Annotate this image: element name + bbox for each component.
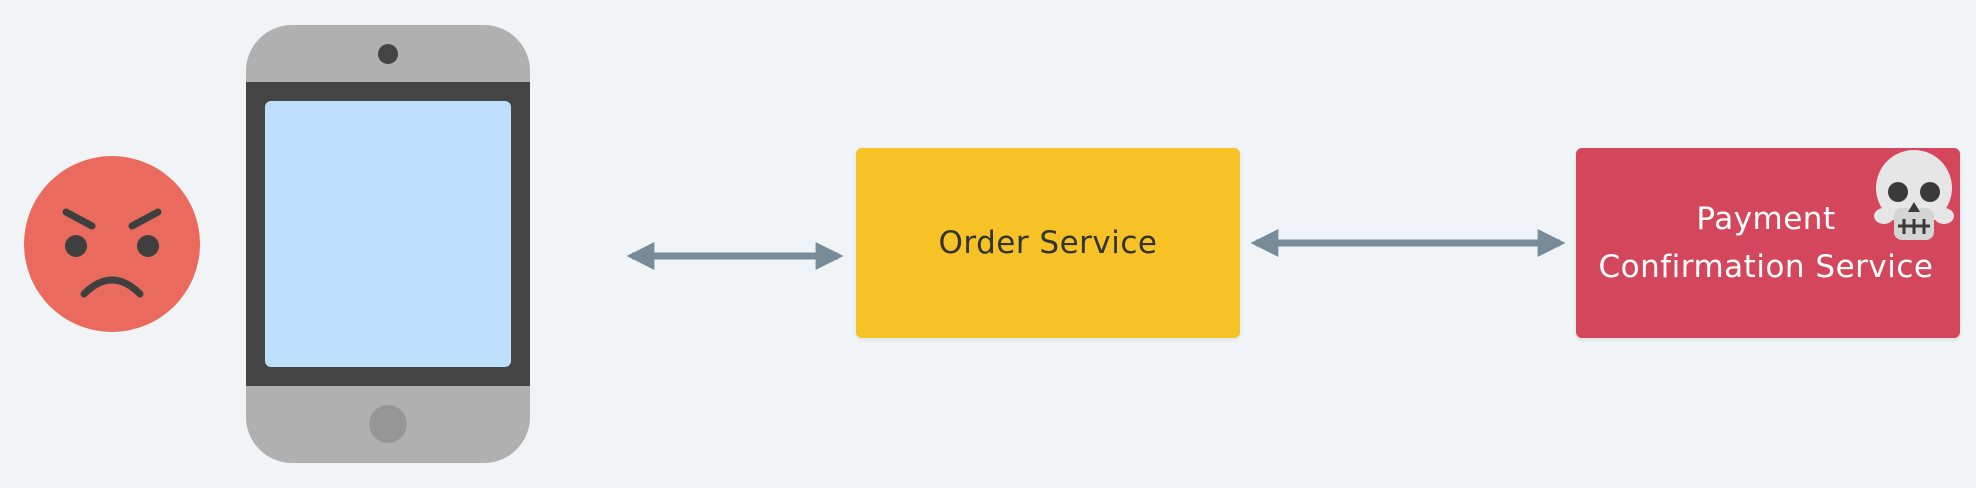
payment-service-label: Payment Confirmation Service (1599, 195, 1934, 291)
phone-camera (378, 44, 398, 64)
phone-screen (265, 101, 511, 367)
payment-service-label-line2: Confirmation Service (1598, 249, 1934, 285)
order-service-box: Order Service (856, 148, 1240, 338)
phone-home-button (369, 405, 407, 443)
skull-icon (1874, 150, 1954, 240)
smartphone-icon (246, 25, 530, 463)
payment-service-label-line1: Payment (1696, 201, 1836, 237)
angry-face-icon (24, 156, 200, 332)
order-service-label: Order Service (938, 225, 1158, 261)
